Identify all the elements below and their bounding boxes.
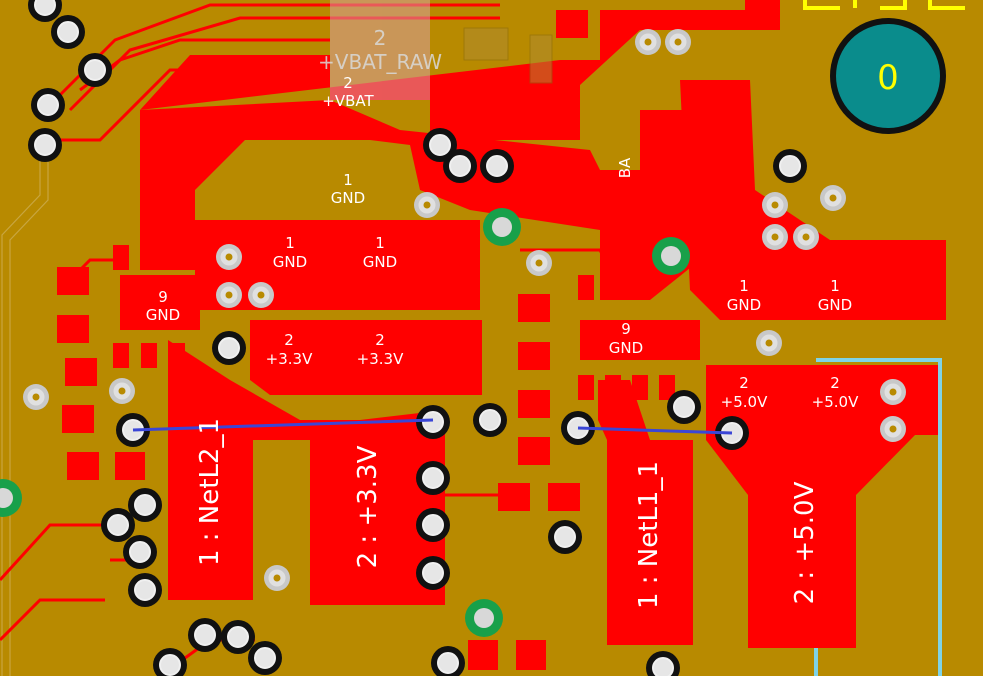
pin-number-50-b: 2 bbox=[830, 374, 840, 392]
via-drill bbox=[227, 626, 249, 648]
smd-pads bbox=[57, 10, 675, 670]
via-drill bbox=[252, 286, 270, 304]
pad-label-33: 2 : +3.3V bbox=[353, 445, 383, 568]
net-label-gnd9-right: GND bbox=[609, 339, 643, 357]
via-drill bbox=[220, 248, 238, 266]
via-drill bbox=[884, 383, 902, 401]
pin-number-gnd-a: 1 bbox=[285, 234, 295, 252]
component-circle bbox=[830, 18, 946, 134]
via-drill bbox=[268, 569, 286, 587]
pin-number-vbat: 2 bbox=[343, 74, 353, 92]
keepout-outline bbox=[814, 358, 942, 676]
copper-pours bbox=[120, 0, 946, 648]
via-drill bbox=[34, 134, 56, 156]
via-drill bbox=[134, 579, 156, 601]
via-drill bbox=[479, 409, 501, 431]
pin-number-gnd-b: 1 bbox=[375, 234, 385, 252]
net-label-vbat: +VBAT bbox=[322, 92, 374, 110]
pin-number-50-a: 2 bbox=[739, 374, 749, 392]
via-drill bbox=[673, 396, 695, 418]
ratsnest-lines bbox=[132, 418, 733, 435]
via-drill bbox=[134, 494, 156, 516]
net-label-50-a: +5.0V bbox=[721, 393, 768, 411]
via-drill bbox=[84, 59, 106, 81]
pin-number-gnd-d: 1 bbox=[830, 277, 840, 295]
via-drill bbox=[437, 652, 459, 674]
via-drill bbox=[418, 196, 436, 214]
via-drill bbox=[422, 467, 444, 489]
via-drill bbox=[422, 514, 444, 536]
net-label-gnd-top: GND bbox=[331, 189, 365, 207]
via-drill bbox=[159, 654, 181, 676]
net-label-gnd-d: GND bbox=[818, 296, 852, 314]
via-drill bbox=[760, 334, 778, 352]
via-drill bbox=[129, 541, 151, 563]
thin-traces bbox=[1, 160, 49, 676]
silk-vbat-raw-pin: 2 bbox=[374, 26, 387, 50]
net-label-50-b: +5.0V bbox=[812, 393, 859, 411]
via-drill bbox=[797, 228, 815, 246]
via-drill bbox=[57, 21, 79, 43]
via-drill bbox=[486, 155, 508, 177]
via-drill bbox=[422, 562, 444, 584]
via-drill bbox=[474, 608, 494, 628]
via-drill bbox=[422, 411, 444, 433]
vbat-raw-footprint bbox=[330, 0, 553, 100]
via-drill bbox=[449, 155, 471, 177]
via-drill bbox=[429, 134, 451, 156]
vias bbox=[0, 0, 906, 676]
silk-vbat-raw: +VBAT_RAW bbox=[318, 50, 442, 74]
via-drill bbox=[661, 246, 681, 266]
via-drill bbox=[652, 657, 674, 676]
via-drill bbox=[194, 624, 216, 646]
pad-label-netl2: 1 : NetL2_1 bbox=[195, 418, 225, 566]
via-drill bbox=[766, 196, 784, 214]
silkscreen-fragment bbox=[803, 0, 965, 10]
net-label-gnd-a: GND bbox=[273, 253, 307, 271]
via-drill bbox=[492, 217, 512, 237]
pin-number-33-a: 2 bbox=[284, 331, 294, 349]
pin-number-33-b: 2 bbox=[375, 331, 385, 349]
pin-number-gnd-c: 1 bbox=[739, 277, 749, 295]
net-label-33-a: +3.3V bbox=[266, 350, 313, 368]
via-drill bbox=[220, 286, 238, 304]
via-drill bbox=[554, 526, 576, 548]
via-drill bbox=[34, 0, 56, 16]
pad-label-netl1: 1 : NetL1_1 bbox=[634, 461, 664, 609]
via-drill bbox=[113, 382, 131, 400]
via-drill bbox=[884, 420, 902, 438]
pin-number-gnd9-right: 9 bbox=[621, 320, 631, 338]
pad-label-50: 2 : +5.0V bbox=[790, 481, 820, 604]
via-drill bbox=[218, 337, 240, 359]
via-drill bbox=[824, 189, 842, 207]
via-drill bbox=[669, 33, 687, 51]
via-drill bbox=[0, 488, 13, 508]
net-label-gnd-c: GND bbox=[727, 296, 761, 314]
via-drill bbox=[37, 94, 59, 116]
via-drill bbox=[107, 514, 129, 536]
via-drill bbox=[254, 647, 276, 669]
pin-number-gnd9-left: 9 bbox=[158, 288, 168, 306]
net-label-gnd9-left: GND bbox=[146, 306, 180, 324]
via-drill bbox=[530, 254, 548, 272]
via-drill bbox=[766, 228, 784, 246]
via-drill bbox=[27, 388, 45, 406]
via-drill bbox=[639, 33, 657, 51]
net-label-33-b: +3.3V bbox=[357, 350, 404, 368]
pin-number-gnd-top: 1 bbox=[343, 171, 353, 189]
net-label-ba: BA bbox=[616, 157, 634, 178]
net-label-gnd-b: GND bbox=[363, 253, 397, 271]
via-drill bbox=[779, 155, 801, 177]
component-ref-zero: 0 bbox=[877, 58, 899, 98]
